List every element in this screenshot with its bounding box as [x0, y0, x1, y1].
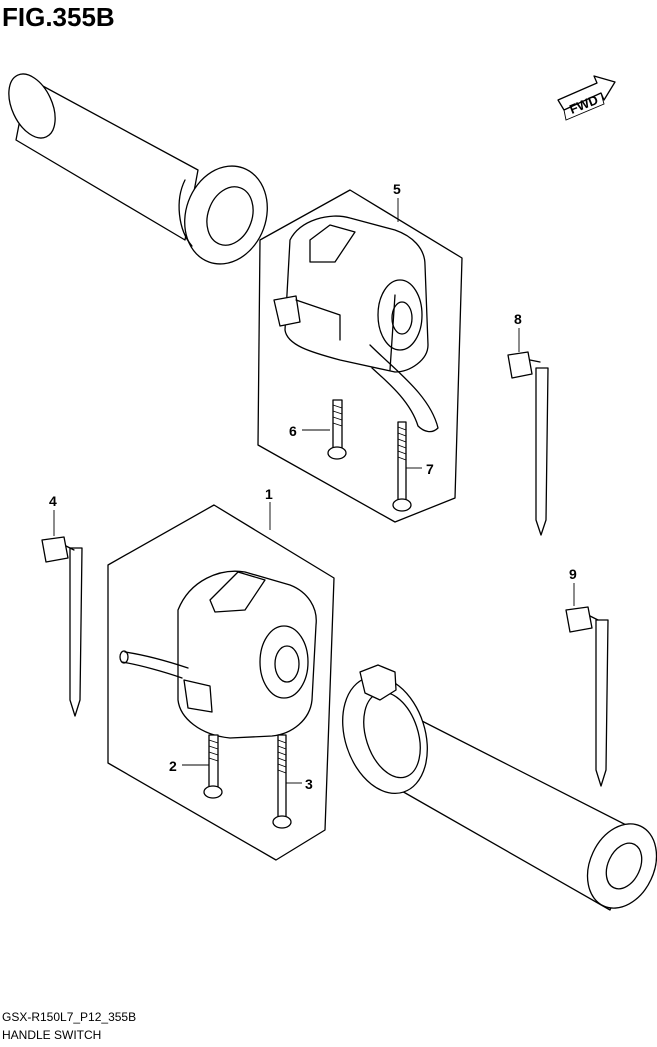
callout-3: 3 [305, 776, 313, 792]
fwd-arrow-icon: FWD [557, 75, 616, 121]
callouts: 5 6 7 8 4 1 2 3 9 [49, 181, 577, 792]
figure-code: GSX-R150L7_P12_355B [2, 1010, 137, 1024]
figure-title: FIG.355B [2, 2, 115, 32]
screw-3-drawing [272, 734, 292, 829]
left-grip-drawing [8, 73, 268, 265]
assembly-5-outline [257, 189, 463, 523]
cable-tie-8-drawing [507, 351, 549, 536]
assembly-1-outline [107, 504, 335, 861]
cable-tie-4-drawing [41, 536, 83, 717]
screw-7-drawing [392, 421, 412, 512]
callout-9: 9 [569, 566, 577, 582]
left-switch-drawing [119, 570, 317, 739]
callout-4: 4 [49, 493, 57, 509]
right-switch-drawing [273, 215, 439, 433]
callout-2: 2 [169, 758, 177, 774]
callout-7: 7 [426, 461, 434, 477]
callout-1: 1 [265, 486, 273, 502]
callout-8: 8 [514, 311, 522, 327]
screw-6-drawing [327, 399, 347, 460]
callout-5: 5 [393, 181, 401, 197]
screw-2-drawing [203, 734, 223, 799]
cable-tie-9-drawing [565, 606, 609, 787]
right-grip-drawing [342, 664, 657, 911]
figure-description: HANDLE SWITCH [2, 1028, 102, 1042]
callout-6: 6 [289, 423, 297, 439]
